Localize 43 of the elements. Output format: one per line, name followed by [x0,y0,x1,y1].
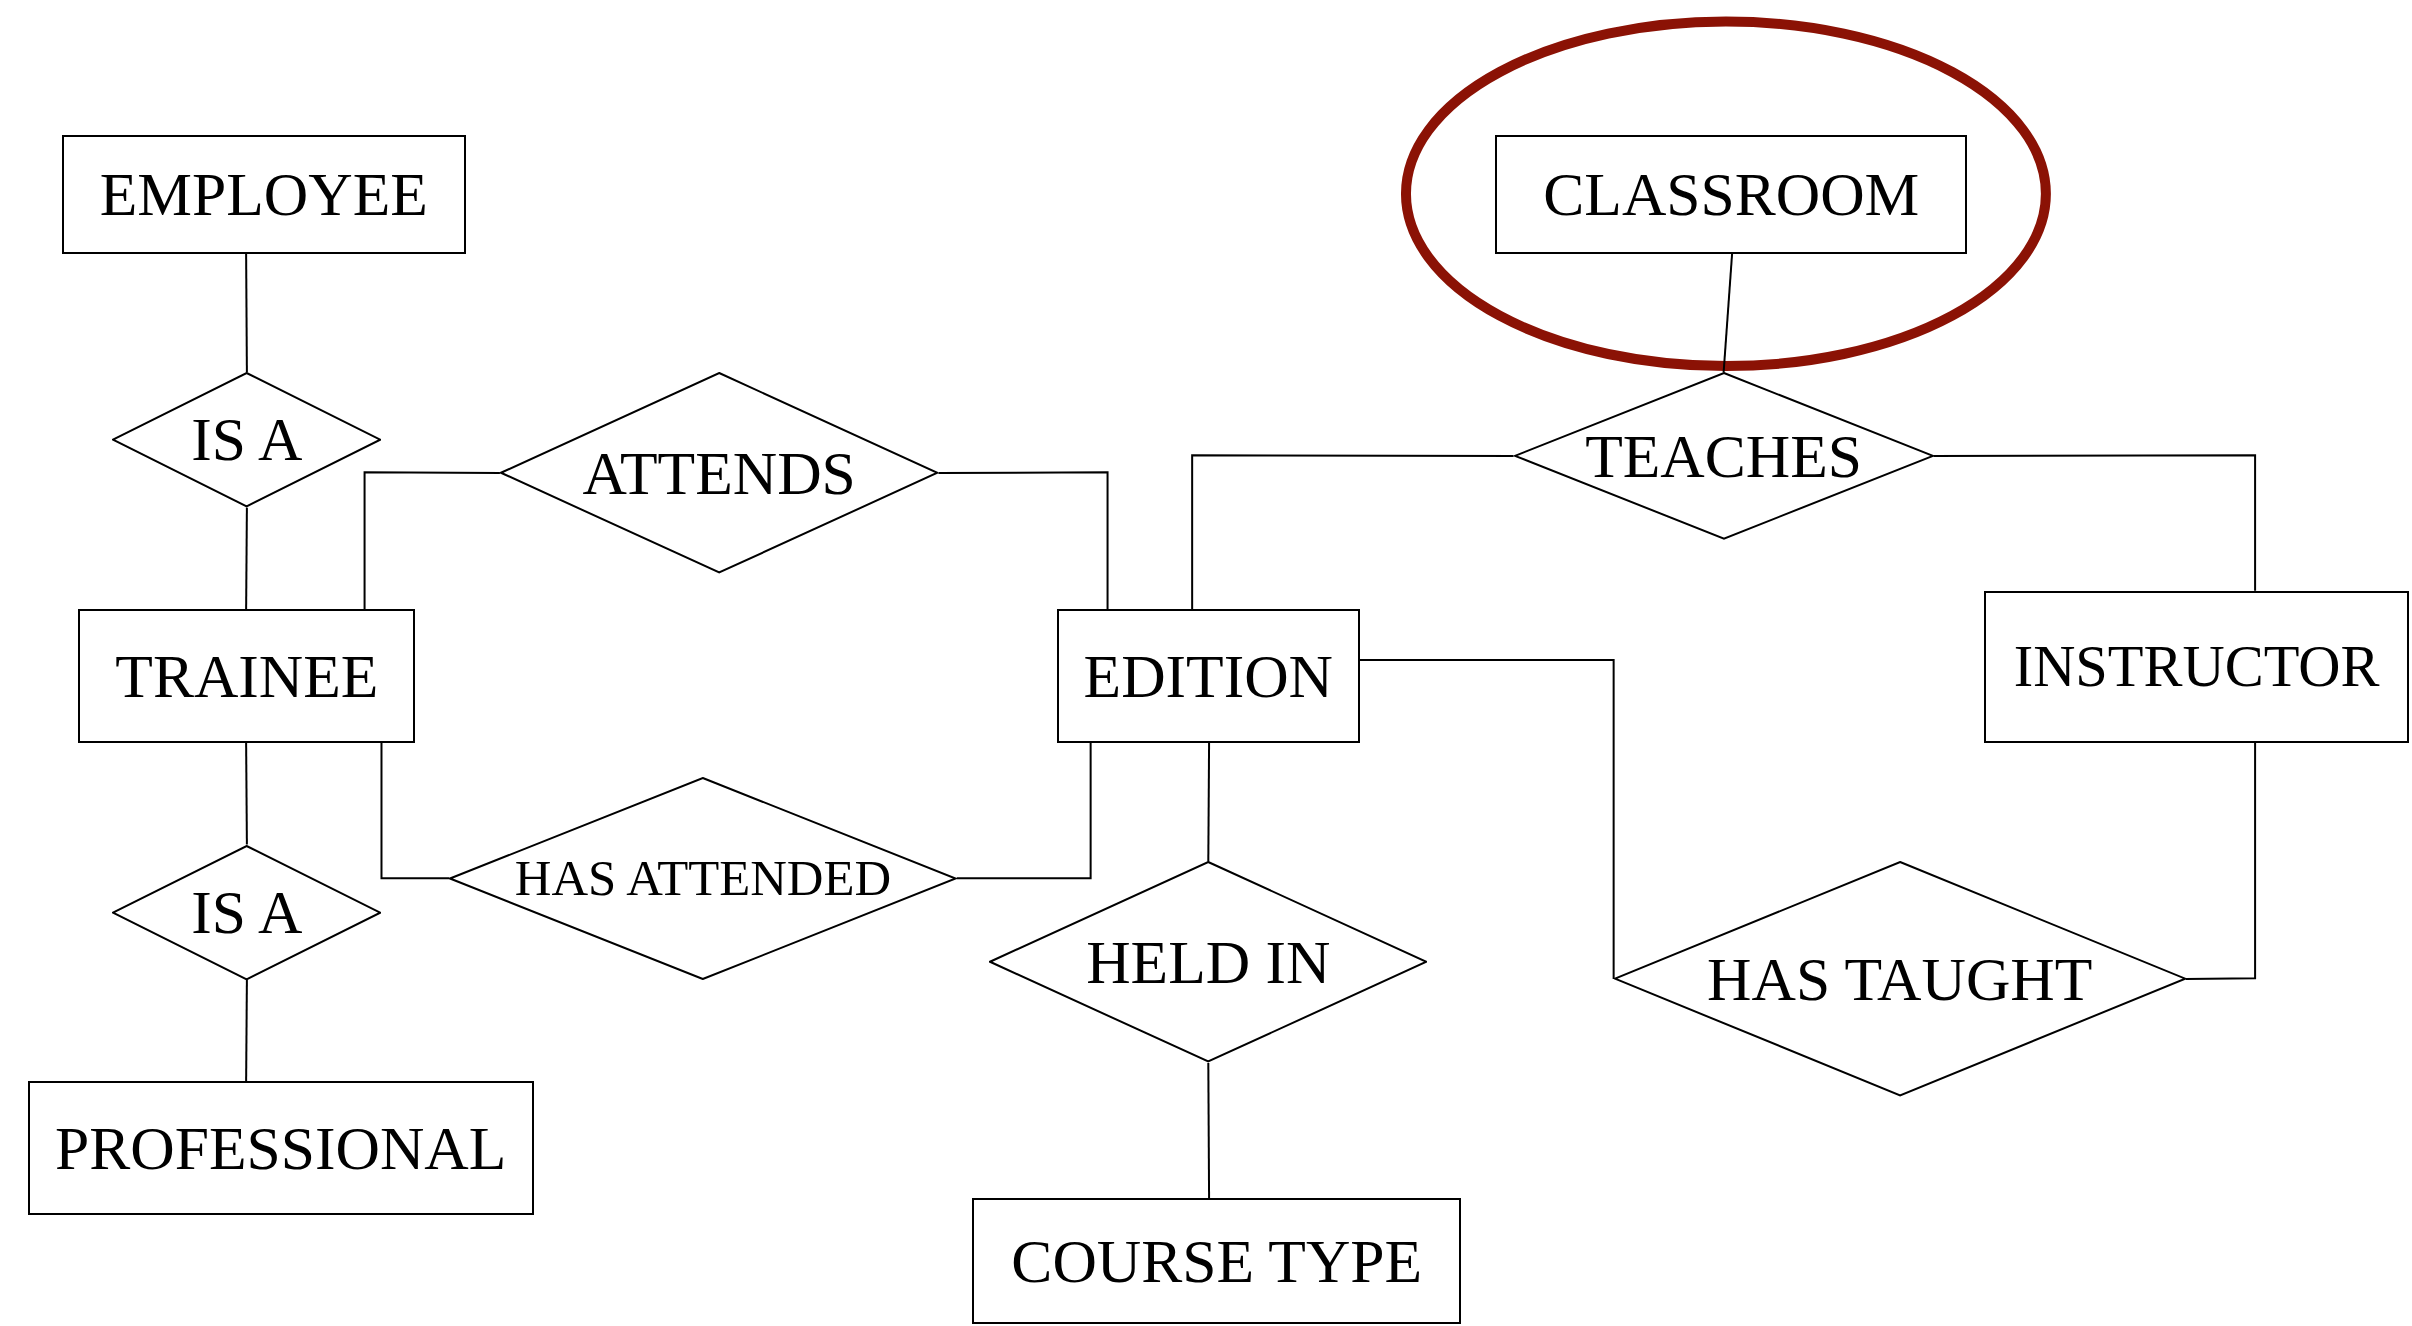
relationship-label: IS A [191,404,303,476]
entity-box [78,609,416,743]
relationship-diamond [1513,372,1934,540]
connector-line [937,471,1109,611]
connector-line [2184,742,2257,981]
relationship-label: TEACHES [1585,420,1862,492]
connector-line [363,471,501,611]
relationship-diamond [112,844,382,980]
connector-line [245,978,248,1083]
entity-box [1984,590,2409,743]
entity-box [27,1081,534,1216]
entity-box [1495,135,1968,254]
relationship-label: HELD IN [1086,926,1331,998]
connector-line [245,252,248,374]
connector-line [380,742,451,880]
connector-line [245,506,248,611]
connector-line [1722,252,1734,374]
relationship-diamond [499,372,939,574]
connector-line [1207,742,1211,863]
relationship-label: IS A [191,876,303,948]
relationship-label: HAS ATTENDED [514,849,892,908]
connector-line [1191,454,1515,611]
entity-box [61,135,467,254]
connector-line [955,742,1092,880]
connector-line [1358,658,1615,981]
relationship-diamond [112,372,382,508]
entity-box [972,1198,1462,1325]
relationship-diamond [449,776,957,980]
entity-label: TRAINEE [115,640,379,712]
relationship-label: ATTENDS [582,437,856,509]
relationship-diamond [1613,861,2186,1097]
entity-label: CLASSROOM [1543,159,1920,231]
connector-line [1207,1061,1211,1200]
entity-label: PROFESSIONAL [55,1112,507,1184]
connector-line [245,742,248,846]
entity-box [1056,609,1360,743]
entity-label: COURSE TYPE [1011,1225,1423,1297]
entity-label: EDITION [1083,640,1333,712]
relationship-diamond [989,861,1428,1063]
relationship-label: HAS TAUGHT [1707,943,2093,1015]
entity-label: INSTRUCTOR [2013,633,2380,701]
entity-label: EMPLOYEE [99,159,428,231]
connector-line [1932,454,2257,592]
